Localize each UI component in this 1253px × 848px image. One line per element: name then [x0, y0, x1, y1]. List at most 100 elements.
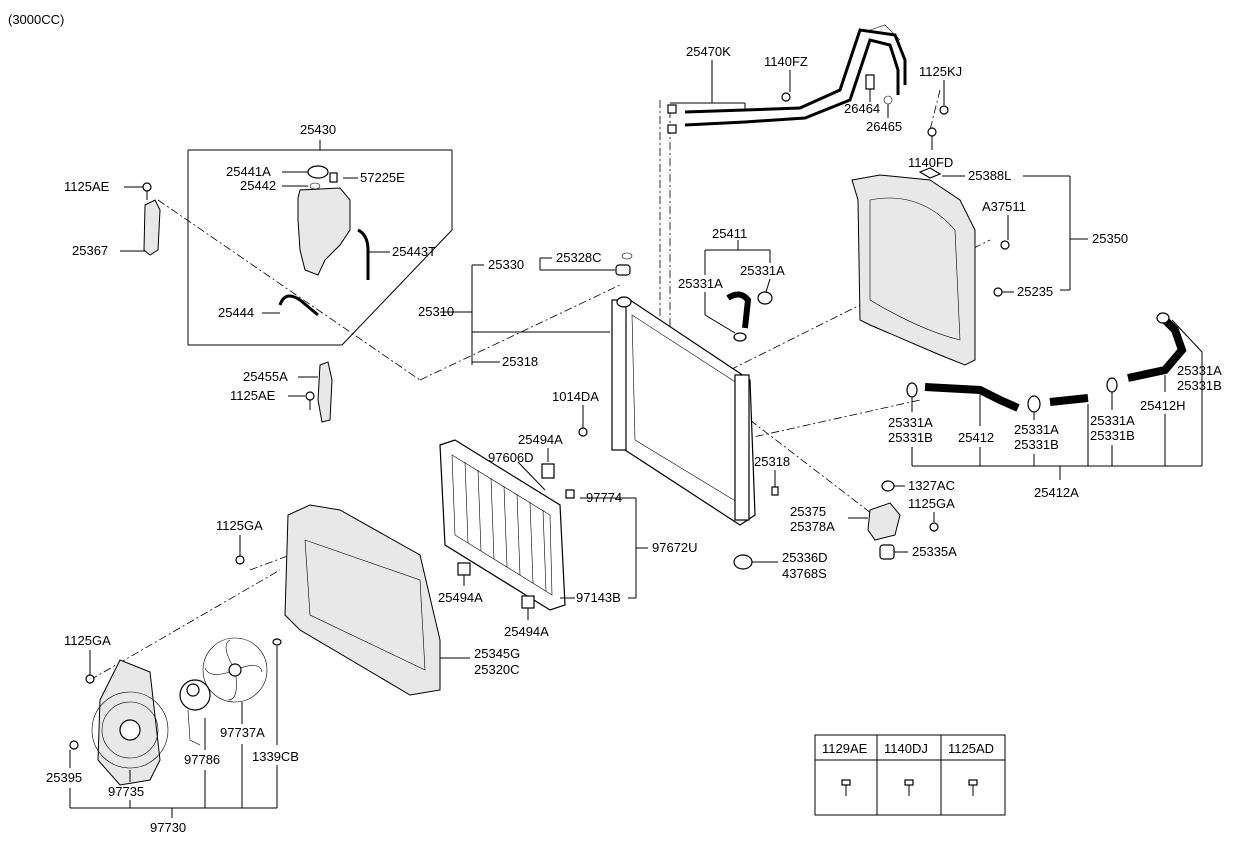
label-25378A: 25378A [790, 519, 835, 534]
label-1125AE-top: 1125AE [64, 179, 110, 194]
label-25494A-bot: 25494A [504, 624, 549, 639]
label-25455A: 25455A [243, 369, 288, 384]
fan-shroud-25350: 25388L 25350 A37511 25235 [851, 167, 1128, 366]
bracket-25494A-mid [457, 562, 471, 576]
label-25330: 25330 [488, 257, 524, 272]
label-25331A-r3: 25331A [1014, 422, 1059, 437]
label-25444: 25444 [218, 305, 254, 320]
label-57225E: 57225E [360, 170, 405, 185]
bracket-25367-group: 1125AE 25367 [64, 179, 161, 258]
label-26464: 26464 [844, 101, 880, 116]
label-25318-top: 25318 [502, 354, 538, 369]
label-97606D: 97606D [488, 450, 534, 465]
label-25331B-r4: 25331B [1090, 428, 1135, 443]
lower-hoses-25412A: 25331A 25331B 25412 25331A 25331B 25331A… [888, 312, 1222, 500]
label-1125AE-bottom: 1125AE [230, 388, 276, 403]
label-97730: 97730 [150, 820, 186, 835]
mount-25375 [867, 502, 901, 541]
label-97672U: 97672U [652, 540, 698, 555]
label-1125GA-right: 1125GA [908, 496, 955, 511]
label-25442: 25442 [240, 178, 276, 193]
label-25443T: 25443T [392, 244, 436, 259]
label-43768S: 43768S [782, 566, 827, 581]
bracket-25367 [143, 199, 161, 256]
label-97735: 97735 [108, 784, 144, 799]
mount-25375-group: 1327AC 25375 25378A 1125GA 25335A [790, 478, 957, 560]
fan-assembly-97730: 1125GA 25395 97735 97786 97737A 1339CB 9… [46, 633, 299, 835]
label-97786: 97786 [184, 752, 220, 767]
label-1140FD: 1140FD [908, 155, 953, 170]
label-97737A: 97737A [220, 725, 265, 740]
label-25331A-r4: 25331A [1090, 413, 1135, 428]
label-1125KJ: 1125KJ [919, 64, 962, 79]
radiator-right-tank [734, 374, 750, 521]
label-25318-mid: 25318 [754, 454, 790, 469]
reservoir-cap [307, 165, 329, 179]
label-25320C: 25320C [474, 662, 520, 677]
legend-header-1: 1129AE [822, 741, 868, 756]
bolt-icon [968, 779, 978, 796]
label-25335A: 25335A [912, 544, 957, 559]
label-25388L: 25388L [968, 168, 1011, 183]
bolt-icon [904, 779, 914, 796]
label-25331A-b: 25331A [740, 263, 785, 278]
fan-shroud-25345G: 1125GA 25345G 25320C [216, 504, 520, 696]
label-25412: 25412 [958, 430, 994, 445]
legend-header-3: 1125AD [948, 741, 994, 756]
fastener-legend-table: 1129AE 1140DJ 1125AD [814, 734, 1006, 816]
label-25395: 25395 [46, 770, 82, 785]
label-25331A-r1: 25331A [888, 415, 933, 430]
bracket-25455A [317, 361, 333, 423]
label-25350: 25350 [1092, 231, 1128, 246]
label-25494A-top: 25494A [518, 432, 563, 447]
label-25331A-r2: 25331A [1177, 363, 1222, 378]
label-1014DA: 1014DA [552, 389, 599, 404]
radiator-cap [616, 296, 632, 308]
label-1327AC: 1327AC [908, 478, 955, 493]
bolt-icon [841, 779, 851, 796]
label-26465: 26465 [866, 119, 902, 134]
engine-spec-label: (3000CC) [8, 12, 64, 27]
upper-hose-25411: 25411 25331A 25331A [678, 226, 785, 342]
label-25375: 25375 [790, 504, 826, 519]
label-1125GA-fan: 1125GA [64, 633, 111, 648]
reservoir-tank [297, 187, 351, 276]
label-25411: 25411 [712, 226, 747, 241]
label-97143B: 97143B [576, 590, 621, 605]
bracket-25494A-bot [521, 595, 535, 609]
cooler-lines-25470K: 25470K 1140FZ 26464 26465 1125KJ 1140FD [667, 24, 962, 170]
fan-shroud-body [851, 174, 976, 366]
bracket-25455A-group: 25455A 1125AE [230, 361, 333, 423]
drain-plug [733, 554, 753, 570]
label-25494A-mid: 25494A [438, 590, 483, 605]
label-25331B-r2: 25331B [1177, 378, 1222, 393]
label-25412H: 25412H [1140, 398, 1186, 413]
label-25412A: 25412A [1034, 485, 1079, 500]
reservoir-assembly: 25430 25441A 57225E 25442 25443T 25444 [187, 122, 453, 346]
radiator-25310: 25330 25328C 25310 25318 1014DA 25318 25… [418, 250, 828, 581]
label-1125GA-left: 1125GA [216, 518, 263, 533]
label-25235: 25235 [1017, 284, 1053, 299]
label-25331A-a: 25331A [678, 276, 723, 291]
condenser-body [439, 439, 566, 611]
legend-header-2: 1140DJ [884, 741, 928, 756]
label-25331B-r1: 25331B [888, 430, 933, 445]
label-25345G: 25345G [474, 646, 520, 661]
radiator-left-tank [611, 299, 627, 451]
label-25331B-r3: 25331B [1014, 437, 1059, 452]
bracket-25494A-top [541, 463, 555, 479]
condenser-97606D: 25494A 97606D 97774 97672U 97143B 25494A… [438, 432, 698, 639]
label-97774: 97774 [586, 490, 622, 505]
label-25367: 25367 [72, 243, 108, 258]
label-1140FZ: 1140FZ [764, 54, 808, 69]
label-25328C: 25328C [556, 250, 602, 265]
label-25470K: 25470K [686, 44, 731, 59]
label-25441A: 25441A [226, 164, 271, 179]
sensor-57225E [329, 172, 338, 183]
fan-shroud-lower [284, 504, 441, 696]
label-25310: 25310 [418, 304, 454, 319]
label-25430: 25430 [300, 122, 336, 137]
label-A37511: A37511 [982, 199, 1026, 214]
fan-blade-97737A [202, 637, 268, 703]
